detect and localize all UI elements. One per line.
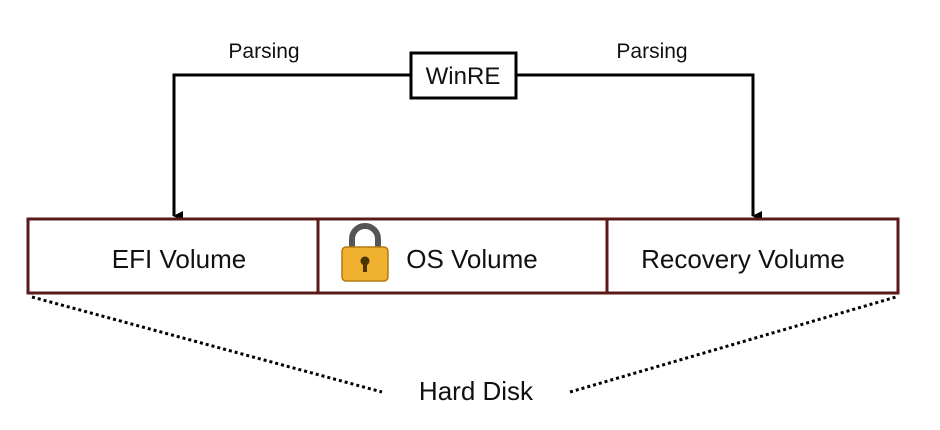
winre-node: WinRE — [409, 51, 518, 100]
os-volume-label: OS Volume — [406, 244, 538, 274]
hard-disk-label: Hard Disk — [419, 376, 534, 406]
brace-left-dotted — [31, 295, 383, 394]
left-parsing-edge: Parsing — [172, 40, 411, 221]
efi-volume-label: EFI Volume — [112, 244, 246, 274]
right-edge-line — [516, 73, 762, 221]
left-edge-line — [172, 73, 411, 221]
disk-outline — [26, 217, 900, 295]
winre-label: WinRE — [426, 63, 501, 90]
right-edge-label: Parsing — [616, 40, 687, 63]
recovery-volume-label: Recovery Volume — [641, 244, 845, 274]
hard-disk-brace: Hard Disk — [31, 295, 897, 406]
left-edge-label: Parsing — [228, 40, 299, 63]
disk-partitions: EFI Volume OS Volume Recovery Volume — [26, 217, 900, 295]
brace-right-dotted — [569, 295, 897, 394]
right-parsing-edge: Parsing — [516, 40, 762, 221]
padlock-icon — [341, 223, 389, 282]
